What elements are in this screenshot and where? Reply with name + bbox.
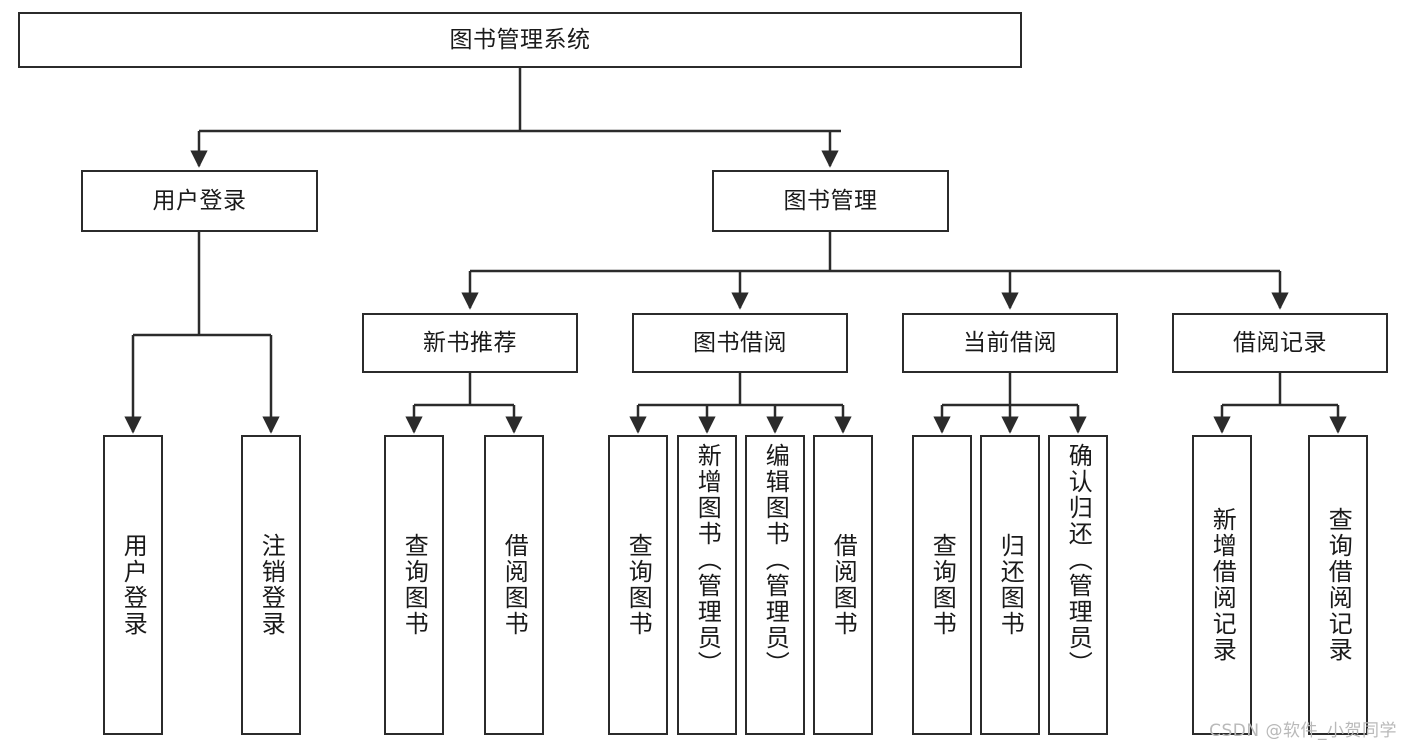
leaf-current-return-book[interactable]: 归还图书 (980, 435, 1040, 735)
leaf-current-confirm-return-admin[interactable]: 确认归还（管理员） (1048, 435, 1108, 735)
leaf-borrow-borrow-book[interactable]: 借阅图书 (813, 435, 873, 735)
node-root-label: 图书管理系统 (449, 26, 591, 53)
leaf-records-add-record[interactable]: 新增借阅记录 (1192, 435, 1252, 735)
leaf-borrow-query-book[interactable]: 查询图书 (608, 435, 668, 735)
leaf-borrow-add-book-admin[interactable]: 新增图书（管理员） (677, 435, 737, 735)
node-borrow-records-label: 借阅记录 (1233, 329, 1327, 356)
leaf-borrow-edit-book-admin-label: 编辑图书（管理员） (761, 443, 790, 677)
leaf-new-book-query-label: 查询图书 (400, 533, 429, 637)
leaf-borrow-edit-book-admin[interactable]: 编辑图书（管理员） (745, 435, 805, 735)
node-book-management-label: 图书管理 (783, 187, 878, 214)
node-root[interactable]: 图书管理系统 (18, 12, 1022, 68)
node-book-borrowing[interactable]: 图书借阅 (632, 313, 848, 373)
node-user-login[interactable]: 用户登录 (81, 170, 318, 232)
leaf-new-book-borrow[interactable]: 借阅图书 (484, 435, 544, 735)
node-new-book-recommendation[interactable]: 新书推荐 (362, 313, 578, 373)
leaf-current-return-book-label: 归还图书 (996, 533, 1025, 637)
leaf-borrow-add-book-admin-label: 新增图书（管理员） (693, 443, 722, 677)
leaf-records-add-record-label: 新增借阅记录 (1208, 507, 1237, 663)
leaf-user-login-login-label: 用户登录 (119, 533, 148, 637)
node-book-borrowing-label: 图书借阅 (693, 329, 787, 356)
node-current-borrowing[interactable]: 当前借阅 (902, 313, 1118, 373)
leaf-current-query-book-label: 查询图书 (928, 533, 957, 637)
leaf-records-query-record-label: 查询借阅记录 (1324, 507, 1353, 663)
leaf-borrow-borrow-book-label: 借阅图书 (829, 533, 858, 637)
leaf-user-login-login[interactable]: 用户登录 (103, 435, 163, 735)
leaf-new-book-borrow-label: 借阅图书 (500, 533, 529, 637)
leaf-current-query-book[interactable]: 查询图书 (912, 435, 972, 735)
node-new-book-recommendation-label: 新书推荐 (423, 329, 517, 356)
leaf-records-query-record[interactable]: 查询借阅记录 (1308, 435, 1368, 735)
node-user-login-label: 用户登录 (152, 187, 247, 214)
node-borrow-records[interactable]: 借阅记录 (1172, 313, 1388, 373)
leaf-new-book-query[interactable]: 查询图书 (384, 435, 444, 735)
leaf-user-login-logout[interactable]: 注销登录 (241, 435, 301, 735)
csdn-watermark: CSDN @软件_小贺同学 (1209, 721, 1397, 741)
leaf-borrow-query-book-label: 查询图书 (624, 533, 653, 637)
node-book-management[interactable]: 图书管理 (712, 170, 949, 232)
node-current-borrowing-label: 当前借阅 (963, 329, 1057, 356)
leaf-current-confirm-return-admin-label: 确认归还（管理员） (1064, 443, 1093, 677)
leaf-user-login-logout-label: 注销登录 (257, 533, 286, 637)
